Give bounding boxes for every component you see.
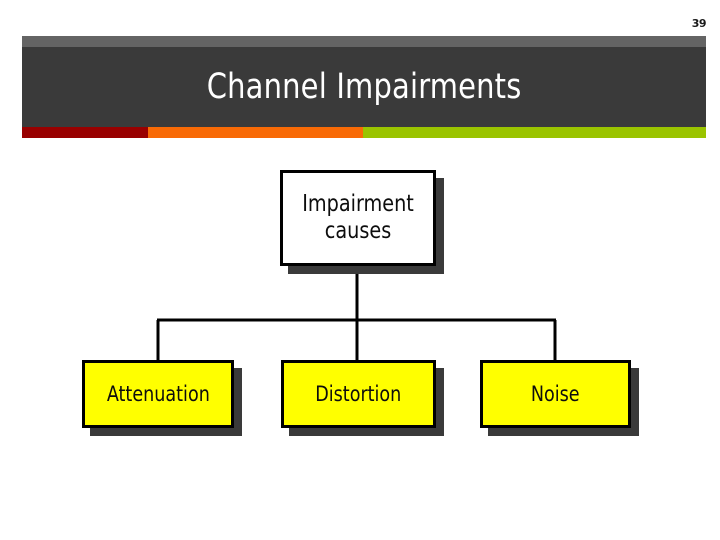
node-label: Attenuation: [106, 381, 210, 406]
slide-page-number: 39: [691, 17, 707, 30]
banner-accent-bar: [22, 127, 706, 138]
node-attenuation: Attenuation: [82, 360, 234, 428]
slide-title: Channel Impairments: [206, 67, 522, 107]
accent-segment-dark-red: [22, 127, 148, 138]
node-label: Distortion: [315, 381, 402, 406]
node-label: Noise: [531, 381, 580, 406]
node-label-line-2: causes: [324, 218, 392, 244]
accent-segment-orange: [147, 127, 363, 138]
node-distortion: Distortion: [281, 360, 436, 428]
node-label-group: Impairment causes: [298, 191, 418, 245]
banner-top-strip: [22, 36, 706, 47]
banner-body: Channel Impairments: [22, 47, 706, 127]
node-noise: Noise: [480, 360, 631, 428]
node-impairment-causes: Impairment causes: [280, 170, 436, 266]
title-banner: Channel Impairments: [22, 36, 706, 138]
node-label-line-1: Impairment: [302, 190, 414, 217]
accent-segment-green: [362, 127, 706, 138]
